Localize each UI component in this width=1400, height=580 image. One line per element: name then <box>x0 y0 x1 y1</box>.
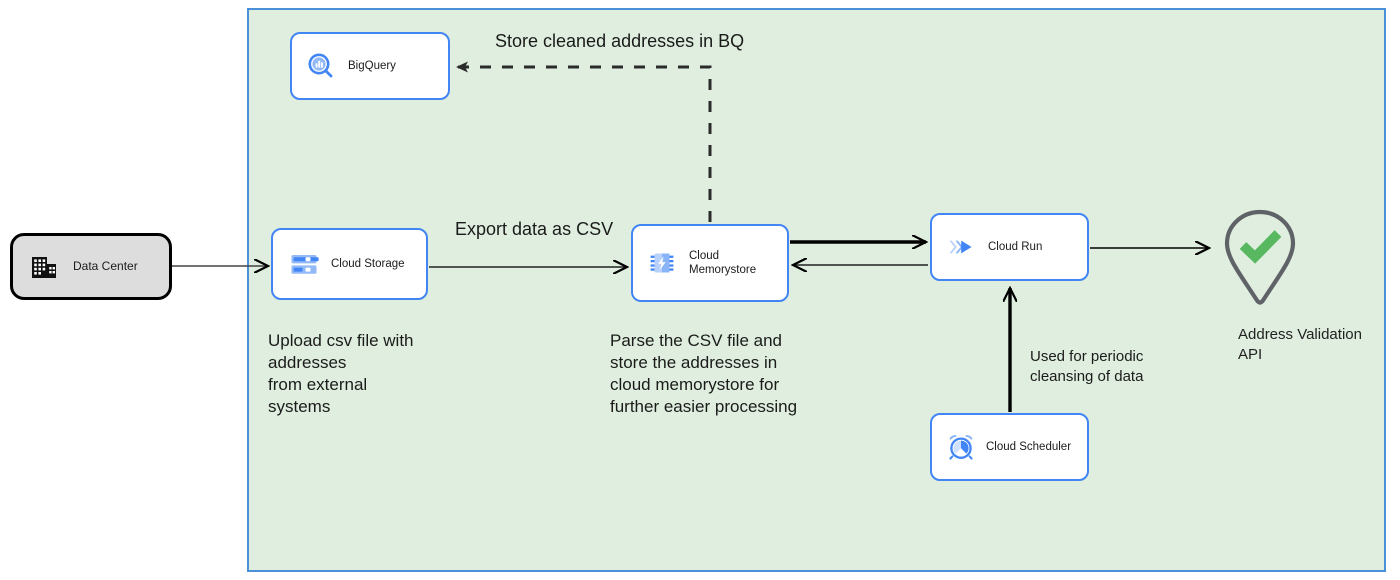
gcp-scope-panel <box>247 8 1386 572</box>
location-pin-check-icon <box>1224 209 1296 305</box>
node-label: BigQuery <box>348 59 396 72</box>
data-center-icon <box>29 252 59 282</box>
node-cloud-run[interactable]: Cloud Run <box>930 213 1089 281</box>
node-cloud-scheduler[interactable]: Cloud Scheduler <box>930 413 1089 481</box>
node-label: Cloud Storage <box>331 257 405 270</box>
cloud-storage-icon <box>289 249 319 279</box>
node-cloud-storage[interactable]: Cloud Storage <box>271 228 428 300</box>
label-parse-csv-note: Parse the CSV file and store the address… <box>610 331 798 417</box>
label-store-cleaned-addresses: Store cleaned addresses in BQ <box>495 31 745 51</box>
node-label: Data Center <box>73 259 138 273</box>
cloud-memorystore-icon <box>647 248 677 278</box>
node-cloud-memorystore[interactable]: Cloud Memorystore <box>631 224 789 302</box>
label-upload-csv-note: Upload csv file with addresses from exte… <box>268 331 414 417</box>
label-address-validation-api: Address Validation API <box>1238 326 1362 363</box>
node-label: Cloud Memorystore <box>689 249 757 276</box>
cloud-run-icon <box>946 232 976 262</box>
node-label: Cloud Run <box>988 240 1043 253</box>
label-periodic-cleansing-note: Used for periodic cleansing of data <box>1030 348 1144 385</box>
node-label: Cloud Scheduler <box>986 440 1072 453</box>
node-address-validation-api[interactable] <box>1218 208 1302 306</box>
node-data-center[interactable]: Data Center <box>10 233 172 300</box>
node-bigquery[interactable]: BigQuery <box>290 32 450 100</box>
cloud-scheduler-icon <box>946 432 976 462</box>
bigquery-icon <box>306 51 336 81</box>
label-export-data-as-csv: Export data as CSV <box>455 219 614 239</box>
